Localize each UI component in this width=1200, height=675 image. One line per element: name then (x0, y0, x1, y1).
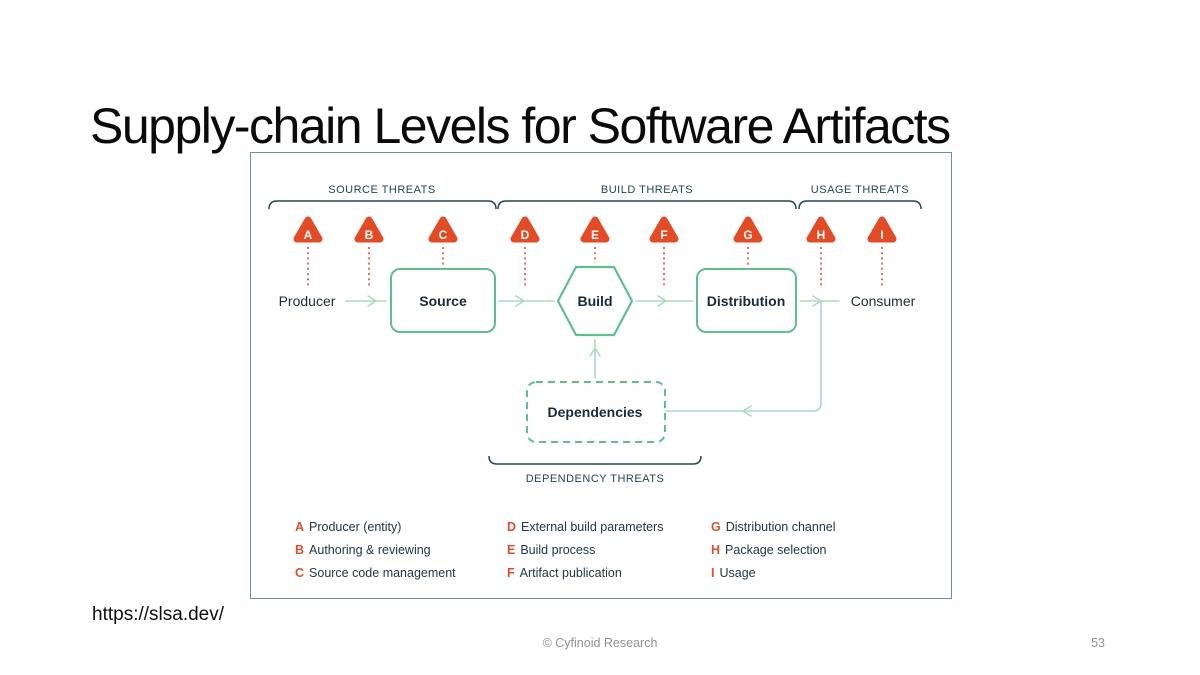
legend-item-a: A Producer (entity) (295, 516, 456, 539)
build-threats-bracket (497, 200, 797, 210)
legend-key: G (711, 520, 721, 534)
dependency-threats-group: DEPENDENCY THREATS (488, 455, 702, 485)
distribution-node-box (696, 268, 797, 333)
legend-item-e: E Build process (507, 539, 663, 562)
legend-label: Artifact publication (519, 566, 622, 580)
warning-triangle-icon (649, 216, 679, 243)
warning-triangle-icon (806, 216, 836, 243)
threat-brackets: SOURCE THREATS BUILD THREATS USAGE THREA… (268, 184, 922, 210)
svg-text:A: A (304, 228, 313, 242)
distribution-to-consumer-arrow (799, 295, 840, 307)
legend-key: C (295, 566, 305, 580)
threat-marker-f: F (649, 216, 679, 243)
legend-item-d: D External build parameters (507, 516, 663, 539)
footer-credit: © Cyfinoid Research (542, 636, 658, 650)
flow-nodes: Producer Source Build Distribution Consu… (279, 265, 916, 443)
producer-to-source-arrow (345, 295, 387, 307)
legend-item-b: B Authoring & reviewing (295, 539, 456, 562)
dependencies-node-box (526, 381, 666, 443)
legend-label: Authoring & reviewing (309, 543, 431, 557)
threat-marker-e: E (580, 216, 610, 243)
warning-triangle-icon (293, 216, 323, 243)
warning-triangle-icon (733, 216, 763, 243)
legend-label: Build process (520, 543, 596, 557)
legend-column-usage: G Distribution channel H Package selection… (711, 516, 836, 585)
legend-item-g: G Distribution channel (711, 516, 836, 539)
dependency-threats-bracket (488, 455, 702, 465)
consumer-to-dependencies-line (665, 300, 822, 417)
slsa-diagram-canvas: SOURCE THREATS BUILD THREATS USAGE THREA… (268, 184, 922, 485)
legend-key: H (711, 543, 721, 557)
legend-item-f: F Artifact publication (507, 562, 663, 585)
svg-text:I: I (880, 228, 883, 242)
svg-text:G: G (743, 228, 752, 242)
producer-node: Producer (279, 293, 336, 309)
dependencies-to-build-arrow (589, 339, 601, 379)
warning-triangle-icon (867, 216, 897, 243)
usage-threats-bracket (798, 200, 922, 210)
svg-text:H: H (817, 228, 826, 242)
threat-marker-d: D (510, 216, 540, 243)
legend-label: Source code management (309, 566, 456, 580)
flow-connectors (345, 295, 840, 417)
legend-key: D (507, 520, 517, 534)
source-node-label: Source (419, 293, 467, 309)
build-threats-label: BUILD THREATS (601, 184, 693, 196)
dependency-threats-label: DEPENDENCY THREATS (526, 473, 665, 485)
legend-label: Producer (entity) (309, 520, 402, 534)
legend-key: F (507, 566, 515, 580)
legend-key: B (295, 543, 305, 557)
source-to-build-arrow (498, 295, 555, 307)
threat-pointer-lines (307, 247, 883, 287)
legend-item-c: C Source code management (295, 562, 456, 585)
threat-marker-b: B (354, 216, 384, 243)
source-node-box (390, 268, 496, 333)
legend-key: I (711, 566, 715, 580)
svg-text:C: C (439, 228, 448, 242)
slsa-dev-link[interactable]: https://slsa.dev/ (92, 604, 225, 625)
legend-item-h: H Package selection (711, 539, 836, 562)
build-node-hexagon (556, 265, 634, 337)
legend-label: Package selection (725, 543, 827, 557)
source-threats-bracket (268, 200, 497, 210)
svg-text:B: B (365, 228, 374, 242)
threat-marker-h: H (806, 216, 836, 243)
legend-label: Distribution channel (725, 520, 836, 534)
dependencies-node-label: Dependencies (548, 404, 643, 420)
slsa-diagram-panel: SOURCE THREATS BUILD THREATS USAGE THREA… (250, 152, 952, 599)
distribution-node-label: Distribution (707, 293, 786, 309)
warning-triangle-icon (580, 216, 610, 243)
threat-marker-g: G (733, 216, 763, 243)
legend-column-build: D External build parameters E Build proces… (507, 516, 663, 585)
build-to-distribution-arrow (635, 295, 694, 307)
warning-triangle-icon (354, 216, 384, 243)
threat-marker-a: A (293, 216, 323, 243)
page-title: Supply-chain Levels for Software Artifac… (90, 97, 951, 154)
legend-item-i: I Usage (711, 562, 836, 585)
svg-text:F: F (660, 228, 667, 242)
usage-threats-label: USAGE THREATS (811, 184, 909, 196)
threat-marker-c: C (428, 216, 458, 243)
threat-marker-i: I (867, 216, 897, 243)
legend-label: Usage (719, 566, 756, 580)
legend-label: External build parameters (521, 520, 664, 534)
svg-text:E: E (591, 228, 599, 242)
threat-markers: A B C D E F G (293, 216, 897, 243)
legend-key: E (507, 543, 516, 557)
warning-triangle-icon (510, 216, 540, 243)
page-number: 53 (1091, 636, 1105, 650)
svg-text:D: D (521, 228, 530, 242)
legend-column-source: A Producer (entity) B Authoring & reviewin… (295, 516, 456, 585)
legend-key: A (295, 520, 305, 534)
build-node-label: Build (578, 293, 613, 309)
warning-triangle-icon (428, 216, 458, 243)
consumer-node: Consumer (851, 293, 916, 309)
source-threats-label: SOURCE THREATS (328, 184, 435, 196)
